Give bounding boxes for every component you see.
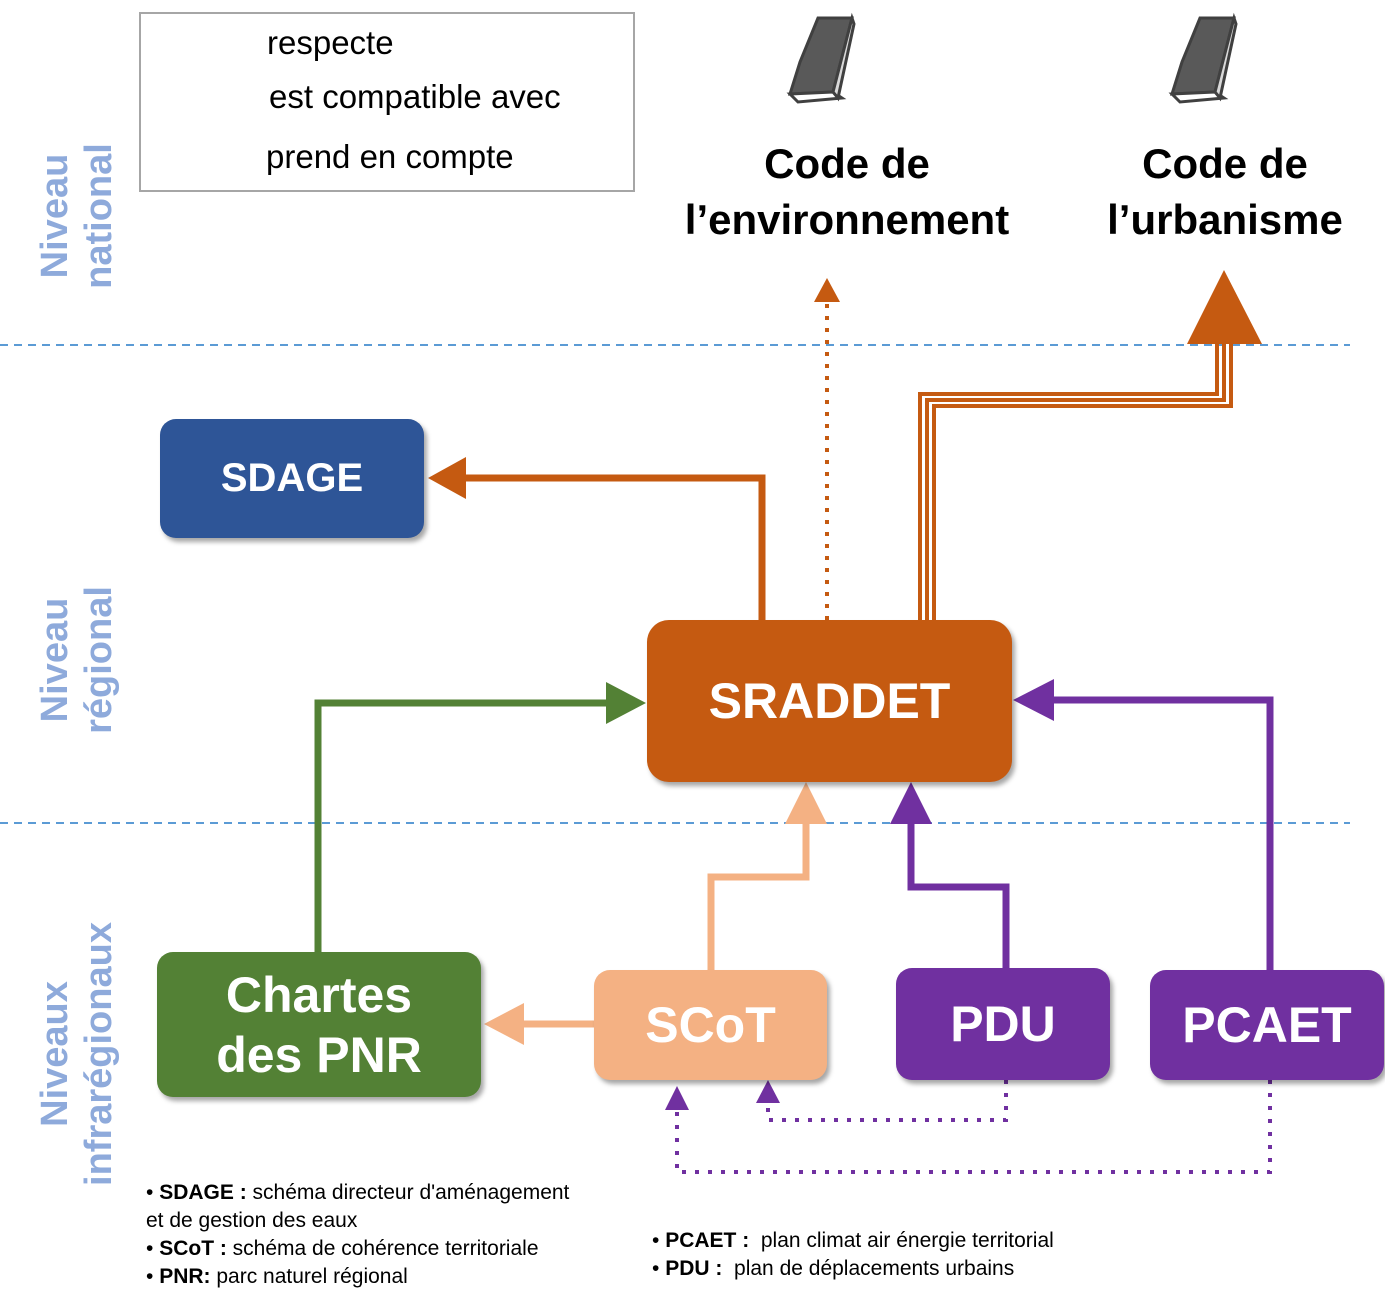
legend	[139, 12, 635, 192]
box-pcaet-label: PCAET	[1182, 997, 1352, 1053]
level-label-regional: Niveau régional	[34, 586, 120, 734]
box-sraddet-label: SRADDET	[708, 673, 951, 729]
arrow-sraddet-to-code-urbanism	[918, 270, 1262, 620]
arrow-pdu-to-scot	[756, 1080, 1008, 1122]
box-chartes-pnr-label: Chartes des PNR	[216, 966, 422, 1083]
footnote-item: • SCoT : schéma de cohérence territorial…	[146, 1237, 539, 1260]
footnote-item: • SDAGE : schéma directeur d'aménagement	[146, 1181, 570, 1204]
arrow-sraddet-to-code-environment	[814, 278, 840, 620]
arrow-pcaet-to-scot	[665, 1080, 1272, 1174]
box-sdage-label: SDAGE	[220, 456, 364, 500]
arrow-sraddet-to-sdage	[428, 457, 766, 620]
box-pcaet[interactable]: PCAET	[1150, 970, 1384, 1080]
footnotes-right: • PCAET : plan climat air énergie territ…	[652, 1227, 1172, 1283]
arrow-pdu-to-sraddet	[890, 782, 1010, 968]
book-icon-environment	[786, 12, 856, 104]
code-urbanism-title: Code de l’urbanisme	[1107, 140, 1343, 243]
box-sraddet[interactable]: SRADDET	[647, 620, 1012, 782]
legend-respects-label: respecte	[267, 24, 394, 61]
level-label-national: Niveau national	[34, 143, 120, 289]
box-scot[interactable]: SCoT	[594, 970, 827, 1080]
legend-takes-into-account-label: prend en compte	[266, 138, 514, 175]
arrow-pcaet-to-sraddet	[1013, 679, 1274, 970]
box-sdage[interactable]: SDAGE	[160, 419, 424, 538]
arrow-chartes-to-sraddet	[314, 682, 646, 952]
box-chartes-pnr[interactable]: Chartes des PNR	[157, 952, 481, 1097]
arrow-scot-to-chartes	[484, 1003, 594, 1045]
footnote-item: • PDU : plan de déplacements urbains	[652, 1257, 1015, 1280]
box-pdu[interactable]: PDU	[896, 968, 1110, 1080]
footnote-item: • PCAET : plan climat air énergie territ…	[652, 1229, 1054, 1252]
level-label-infraregional: Niveaux infrarégionaux	[34, 922, 120, 1186]
footnote-item: et de gestion des eaux	[146, 1209, 358, 1232]
book-icon-urbanism	[1168, 12, 1238, 104]
code-environment-title: Code de l’environnement	[684, 140, 1010, 243]
arrow-scot-to-sraddet	[707, 782, 827, 970]
footnote-item: • PNR: parc naturel régional	[146, 1265, 408, 1288]
legend-compatible-label: est compatible avec	[269, 78, 561, 115]
box-pdu-label: PDU	[950, 996, 1056, 1052]
footnotes-left: • SDAGE : schéma directeur d'aménagement…	[146, 1179, 646, 1291]
box-scot-label: SCoT	[645, 997, 776, 1053]
